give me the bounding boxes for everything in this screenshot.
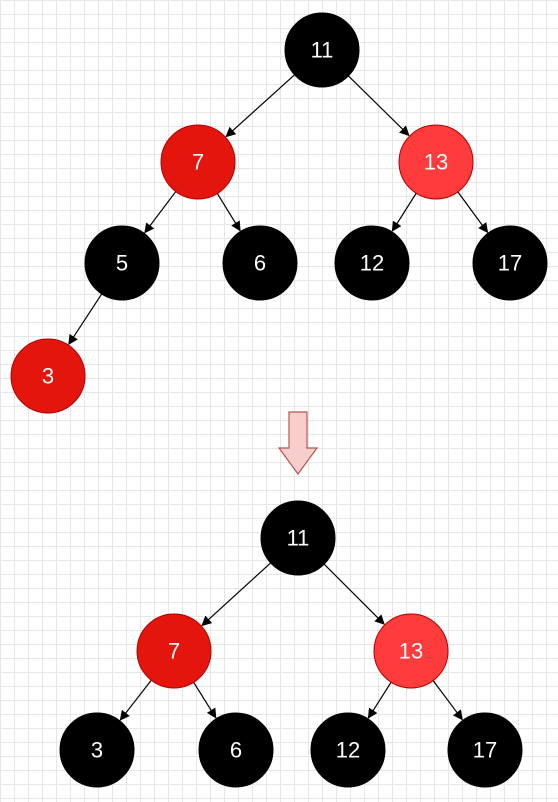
after-node-label-3: 3 [91, 738, 103, 763]
before-node-circle-5 [84, 225, 160, 301]
before-node-circle-11 [284, 12, 360, 88]
before-edge-b13-b12 [391, 192, 417, 232]
before-node-circle-17 [472, 225, 548, 301]
after-edge-a13-a12 [367, 681, 392, 719]
before-node-label-5: 5 [116, 251, 128, 276]
down-arrow-icon [277, 411, 319, 476]
edges [68, 74, 489, 721]
before-edge-b13-b17 [457, 191, 489, 234]
after-node-11: 11 [260, 500, 336, 576]
before-node-13: 13 [398, 124, 474, 200]
after-node-3: 3 [59, 712, 135, 788]
after-edge-a7-a6 [193, 682, 217, 719]
after-node-circle-17 [447, 712, 523, 788]
after-node-label-17: 17 [473, 738, 497, 763]
before-node-label-6: 6 [254, 251, 266, 276]
before-node-17: 17 [472, 225, 548, 301]
before-node-circle-13 [398, 124, 474, 200]
after-node-circle-12 [310, 712, 386, 788]
after-node-circle-7 [136, 613, 212, 689]
after-node-circle-6 [198, 712, 274, 788]
before-node-circle-6 [222, 225, 298, 301]
after-node-label-13: 13 [399, 639, 423, 664]
before-node-circle-7 [160, 124, 236, 200]
before-node-11: 11 [284, 12, 360, 88]
before-node-label-3: 3 [42, 364, 54, 389]
after-node-label-7: 7 [168, 639, 180, 664]
before-edge-b7-b6 [216, 193, 241, 232]
before-edge-b7-b5 [144, 191, 177, 234]
after-node-12: 12 [310, 712, 386, 788]
before-edge-b11-b7 [225, 74, 295, 138]
before-node-label-17: 17 [498, 251, 522, 276]
before-node-12: 12 [334, 225, 410, 301]
after-node-circle-3 [59, 712, 135, 788]
after-node-circle-13 [373, 613, 449, 689]
after-edge-a7-a3 [119, 679, 152, 721]
after-node-7: 7 [136, 613, 212, 689]
nodes: 11 7 13 5 6 12 17 3 11 7 13 3 6 12 17 [10, 12, 548, 788]
before-node-5: 5 [84, 225, 160, 301]
before-node-3: 3 [10, 338, 86, 414]
after-node-13: 13 [373, 613, 449, 689]
after-edge-a11-a7 [201, 562, 272, 627]
after-edge-a13-a17 [432, 680, 463, 721]
after-node-label-11: 11 [287, 526, 310, 551]
before-node-6: 6 [222, 225, 298, 301]
before-node-label-11: 11 [311, 38, 334, 63]
before-node-circle-12 [334, 225, 410, 301]
after-node-label-6: 6 [230, 738, 242, 763]
after-node-6: 6 [198, 712, 274, 788]
after-node-17: 17 [447, 712, 523, 788]
before-node-label-13: 13 [424, 150, 448, 175]
before-node-label-12: 12 [360, 251, 384, 276]
before-edge-b5-b3 [68, 293, 103, 346]
before-node-label-7: 7 [192, 150, 204, 175]
after-edge-a11-a13 [323, 563, 385, 625]
before-node-circle-3 [10, 338, 86, 414]
before-node-7: 7 [160, 124, 236, 200]
before-edge-b11-b13 [347, 75, 410, 137]
after-node-label-12: 12 [336, 738, 360, 763]
after-node-circle-11 [260, 500, 336, 576]
